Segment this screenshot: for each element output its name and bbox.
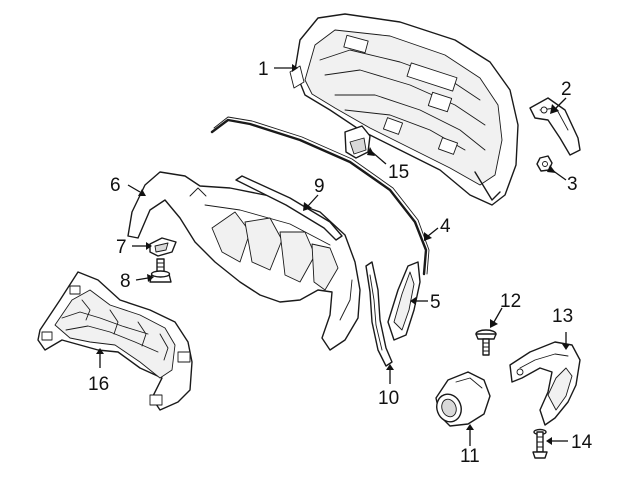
callout-8: 8 (120, 271, 131, 292)
leader-15 (371, 151, 387, 165)
callout-3: 3 (567, 174, 578, 195)
arrow-10 (386, 364, 394, 370)
leader-2 (555, 97, 567, 109)
arrow-1 (292, 64, 298, 72)
part-8-bolt (149, 258, 172, 283)
callout-11: 11 (460, 446, 480, 467)
arrow-13 (562, 344, 570, 350)
callout-14: 14 (571, 432, 593, 453)
callout-15: 15 (388, 162, 409, 183)
leader-6 (127, 184, 141, 193)
leader-8 (135, 277, 149, 281)
callout-5: 5 (430, 292, 441, 313)
part-10-side-trim (365, 261, 393, 367)
leader-4 (427, 227, 439, 237)
part-5-reflector-trim (387, 261, 421, 341)
arrow-5 (410, 297, 416, 305)
part-15-bracket (344, 125, 371, 159)
arrow-9 (303, 202, 312, 211)
arrow-2 (550, 104, 559, 114)
callout-6: 6 (110, 175, 121, 196)
arrow-15 (367, 147, 375, 156)
leader-12 (493, 307, 503, 323)
callout-9: 9 (314, 176, 325, 197)
part-1-bumper-cover (289, 13, 519, 206)
arrow-16 (96, 348, 104, 354)
callout-2: 2 (561, 79, 572, 100)
arrow-11 (466, 424, 474, 430)
arrow-12 (490, 319, 498, 328)
leader-lines (96, 64, 570, 446)
callout-10: 10 (378, 388, 399, 409)
leader-9 (307, 194, 319, 207)
callout-13: 13 (552, 306, 573, 327)
callout-1: 1 (258, 59, 269, 80)
arrow-14 (546, 437, 552, 445)
part-2-bracket (529, 97, 581, 156)
arrow-6 (138, 189, 146, 196)
part-16-energy-absorber (37, 271, 193, 411)
callout-16: 16 (88, 374, 109, 395)
arrow-7 (146, 242, 152, 250)
part-11-exhaust-tip (435, 371, 491, 427)
part-12-screw (475, 329, 497, 356)
part-6-lower-valance (127, 171, 361, 351)
arrow-3 (547, 165, 556, 173)
callout-labels: 1 2 3 4 5 6 7 8 9 10 11 12 13 14 15 16 (88, 59, 593, 467)
part-14-bolt (532, 428, 548, 459)
part-7-clip (149, 237, 177, 257)
part-13-exhaust-bracket (509, 341, 581, 426)
callout-12: 12 (500, 291, 521, 312)
part-9-trim-molding (235, 175, 343, 241)
callout-4: 4 (440, 216, 451, 237)
arrow-4 (424, 232, 432, 241)
callout-7: 7 (116, 237, 127, 258)
arrow-8 (147, 274, 154, 282)
